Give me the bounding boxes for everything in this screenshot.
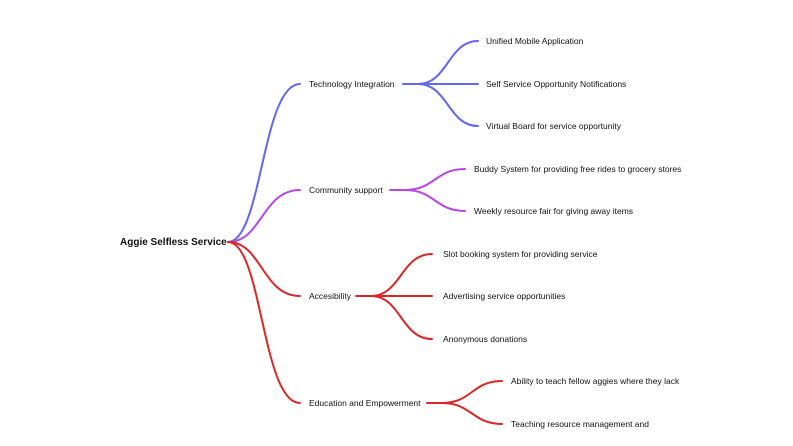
branch-label-community: Community support	[309, 185, 383, 195]
leaf-label-advertising: Advertising service opportunities	[443, 291, 565, 301]
edge-education-resource-management	[441, 402, 503, 425]
edge-root-community	[227, 189, 301, 243]
edge-community-resource-fair	[404, 189, 466, 212]
leaf-label-unified-app: Unified Mobile Application	[486, 36, 584, 46]
leaf-label-resource-management: Teaching resource management and	[511, 419, 649, 429]
leaf-label-virtual-board: Virtual Board for service opportunity	[486, 121, 622, 131]
edges-layer	[227, 40, 503, 425]
branch-label-accessibility: Accesibility	[309, 291, 352, 301]
leaf-label-slot-booking: Slot booking system for providing servic…	[443, 249, 598, 259]
edge-root-technology	[227, 83, 301, 243]
branch-label-education: Education and Empowerment	[309, 398, 421, 408]
leaf-label-donations: Anonymous donations	[443, 334, 527, 344]
leaf-label-teach-aggies: Ability to teach fellow aggies where the…	[511, 376, 680, 386]
branch-label-technology: Technology Integration	[309, 79, 395, 89]
edge-root-accessibility	[227, 241, 301, 297]
leaf-label-buddy-system: Buddy System for providing free rides to…	[474, 164, 681, 174]
edge-education-teach-aggies	[441, 380, 503, 404]
root-node-label: Aggie Selfless Service	[120, 237, 227, 248]
edge-root-education	[227, 241, 301, 404]
edge-technology-unified-app	[417, 40, 479, 85]
leaf-label-notifications: Self Service Opportunity Notifications	[486, 79, 626, 89]
edge-technology-virtual-board	[417, 83, 479, 127]
edge-community-buddy-system	[404, 168, 466, 191]
edge-accessibility-donations	[370, 295, 433, 340]
leaf-label-resource-fair: Weekly resource fair for giving away ite…	[474, 206, 633, 216]
edge-accessibility-slot-booking	[370, 253, 433, 297]
